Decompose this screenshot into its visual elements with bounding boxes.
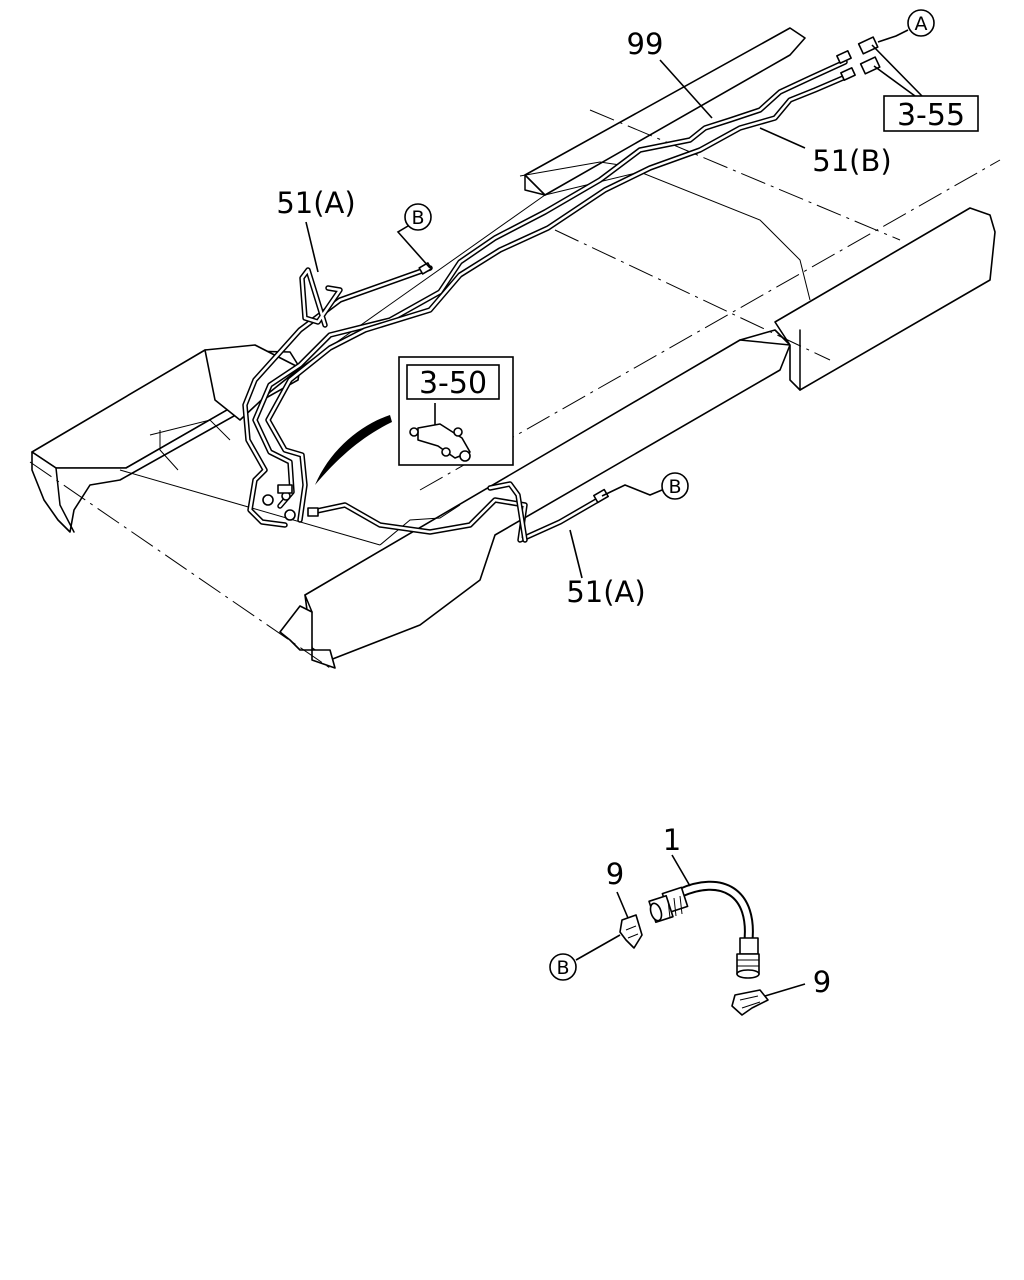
pipe-51b	[252, 59, 848, 509]
frame-rail-main	[304, 329, 791, 661]
chassis-frame	[29, 27, 1001, 669]
svg-text:99: 99	[627, 27, 664, 61]
frame-centerline-4	[419, 159, 1001, 491]
marker-b-lower: B	[549, 934, 621, 981]
frame-centerline-3	[554, 229, 831, 361]
pipe-51a-loop	[242, 265, 433, 528]
ref-3-50-box	[406, 364, 500, 400]
callout-99: 99	[627, 27, 713, 119]
frame-rail-far	[524, 27, 806, 196]
svg-text:51(A): 51(A)	[566, 575, 645, 609]
marker-b-upper: B	[396, 203, 432, 269]
inset-3-50: 3-50	[315, 356, 514, 485]
inset-pointer	[315, 415, 392, 485]
hose-fitting-left	[648, 886, 689, 924]
pipe-51a-upper	[265, 72, 853, 523]
frame-centerline-1	[29, 461, 331, 669]
svg-text:51(B): 51(B)	[812, 144, 891, 178]
brake-pipes	[242, 36, 881, 543]
frame-centerline-2	[589, 109, 901, 241]
ref-3-55-box	[883, 95, 979, 132]
svg-text:A: A	[915, 13, 928, 35]
svg-text:B: B	[411, 207, 424, 229]
hose-fitting-right	[736, 937, 760, 979]
callout-51a-upper: 51(A)	[276, 186, 356, 273]
clip-9-right: 9	[731, 965, 831, 1016]
svg-text:9: 9	[606, 857, 624, 891]
pipe-51a-lower	[309, 481, 601, 543]
clip-9-left: 9	[606, 857, 643, 949]
marker-b-right: B	[601, 472, 689, 500]
brake-hose: 1	[648, 823, 760, 979]
ref-3-55-label: 3-55	[897, 98, 965, 133]
svg-text:B: B	[556, 957, 569, 979]
svg-text:B: B	[668, 476, 681, 498]
ref-3-50-label: 3-50	[419, 366, 487, 401]
ref-3-55: 3-55	[871, 44, 979, 133]
svg-text:9: 9	[813, 965, 831, 999]
frame-rail-front	[774, 207, 996, 391]
valve-icon	[409, 403, 471, 462]
svg-text:1: 1	[663, 823, 681, 857]
callout-51a-lower: 51(A)	[566, 529, 646, 609]
svg-text:51(A): 51(A)	[276, 186, 355, 220]
marker-a-top: A	[877, 9, 935, 43]
callout-51b: 51(B)	[759, 127, 892, 178]
